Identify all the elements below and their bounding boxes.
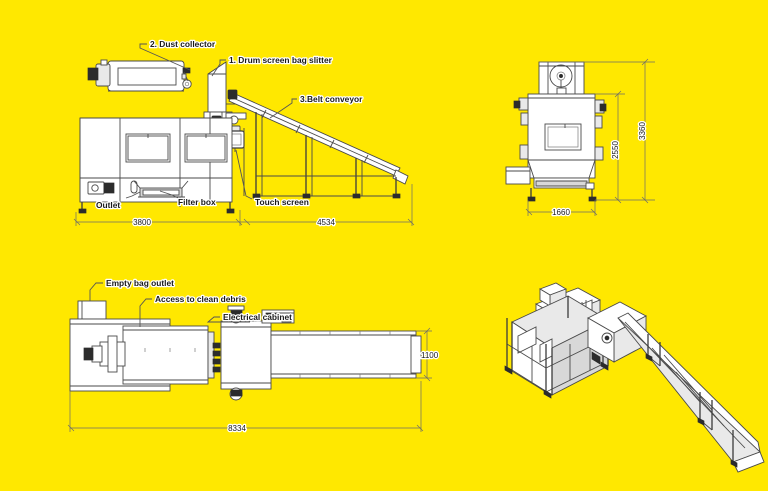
plan-view-dimensions: 1100 8334: [67, 327, 440, 434]
empty-bag-outlet-stub: [77, 300, 107, 320]
dimension-conveyor-length: 4534: [317, 218, 335, 227]
callout-touch-screen: Touch screen: [255, 197, 309, 207]
view-plan: Empty bag outlet Access to clean debris …: [67, 277, 440, 434]
dimension-overall-length: 8334: [228, 424, 246, 433]
machine-cabinet: [78, 117, 235, 214]
callout-empty-bag-outlet: Empty bag outlet: [106, 278, 174, 288]
dust-collector-assembly: [87, 59, 192, 92]
callout-dust-collector: 2. Dust collector: [150, 39, 216, 49]
side-dust-collector: [538, 61, 585, 95]
view-isometric: [504, 282, 765, 473]
dimension-machine-length: 3800: [133, 218, 151, 227]
view-front-elevation: 2. Dust collector 1. Drum screen bag sli…: [73, 38, 415, 228]
dimension-overall-width: 1660: [552, 208, 570, 217]
callout-filter-box: Filter box: [178, 197, 216, 207]
iso-belt-conveyor: [617, 312, 765, 473]
plan-machine-body: [69, 305, 295, 401]
side-elevation-dimensions: 1660 2550 3360: [525, 58, 655, 218]
front-elevation-dimensions: 3800 4534: [73, 184, 415, 228]
dimension-overall-height: 3360: [638, 122, 647, 140]
callout-access-to-clean-debris: Access to clean debris: [155, 294, 246, 304]
callout-drum-screen-slitter: 1. Drum screen bag slitter: [229, 55, 333, 65]
dimension-body-height: 2550: [611, 141, 620, 159]
iso-slitter-block: [587, 301, 647, 365]
side-machine-body: [505, 93, 607, 202]
belt-conveyor-assembly: [227, 89, 409, 199]
callout-outlet: Outlet: [96, 200, 120, 210]
dimension-conveyor-width: 1100: [421, 351, 439, 360]
plan-belt-conveyor: [270, 330, 422, 379]
plan-view-leaders: [89, 282, 250, 327]
callout-belt-conveyor: 3.Belt conveyor: [300, 94, 363, 104]
callout-electrical-cabinet: Electrical cabinet: [223, 312, 292, 322]
view-side-elevation: 1660 2550 3360: [505, 58, 655, 218]
front-elevation-leaders: [125, 43, 297, 200]
